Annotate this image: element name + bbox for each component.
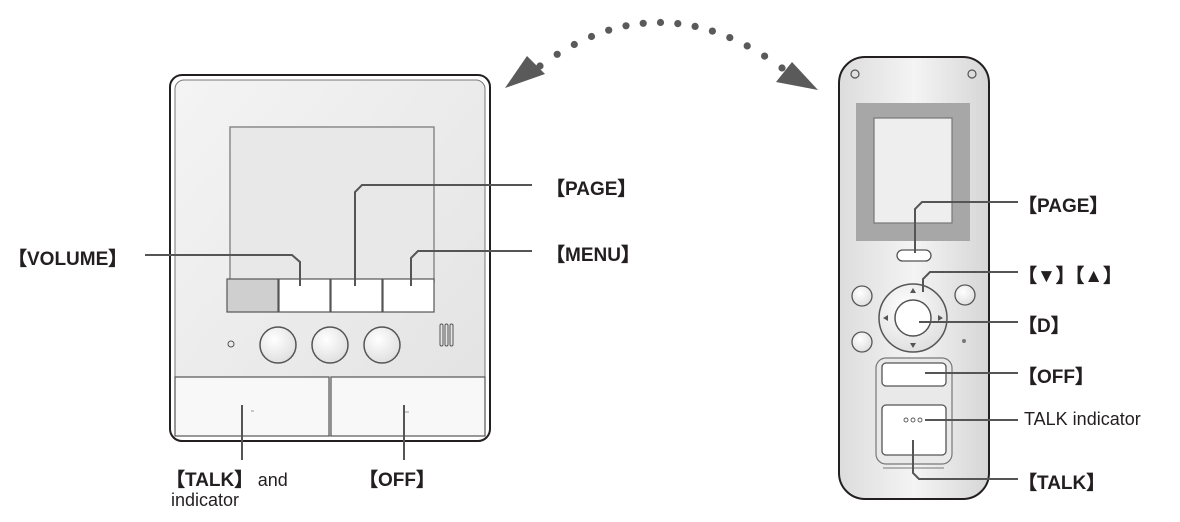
- arc-dot: [570, 40, 578, 49]
- label-base-talk-key: 【TALK】: [166, 470, 254, 491]
- arc-dot: [587, 32, 596, 41]
- handset-display: [873, 117, 953, 224]
- base-microphone: [227, 340, 235, 348]
- base-round-button-1[interactable]: [259, 326, 297, 364]
- handset-screw-left: [850, 69, 860, 79]
- nav-down-icon: [910, 343, 916, 348]
- label-handset-talk-indicator: TALK indicator: [1024, 409, 1141, 429]
- label-handset-talk: 【TALK】: [1018, 473, 1106, 494]
- leader-menu: [410, 250, 532, 286]
- label-handset-d: 【D】: [1018, 316, 1070, 337]
- handset-screw-right: [967, 69, 977, 79]
- leader-volume: [145, 254, 301, 286]
- base-volume-key[interactable]: [278, 278, 331, 313]
- arc-dot: [622, 22, 630, 30]
- arc-dot: [639, 19, 647, 27]
- handset-talk-indicator-icon: [903, 417, 923, 423]
- label-base-talk: 【TALK】 and: [166, 465, 288, 492]
- leader-page: [354, 184, 532, 286]
- arc-dot: [743, 42, 751, 50]
- base-talk-key[interactable]: [174, 376, 330, 437]
- arrowhead-right: [776, 62, 818, 90]
- arc-dot: [674, 20, 682, 28]
- base-unit: [169, 74, 491, 442]
- base-menu-key[interactable]: [382, 278, 435, 313]
- leader-h-updown: [922, 271, 1018, 292]
- arc-dot: [656, 18, 665, 27]
- label-handset-off: 【OFF】: [1018, 367, 1094, 388]
- wireless-link-arc: [536, 18, 786, 72]
- base-unit-display: [229, 126, 435, 283]
- handset-d-key[interactable]: [894, 299, 932, 337]
- base-speaker-grille: [439, 323, 454, 347]
- base-round-button-3[interactable]: [363, 326, 401, 364]
- handset-leader-lines: [912, 201, 1018, 480]
- label-base-off: 【OFF】: [359, 470, 435, 491]
- handset-right-button[interactable]: [954, 284, 976, 306]
- base-soft-key-1[interactable]: [226, 278, 279, 313]
- arc-dot: [726, 34, 734, 42]
- base-off-key[interactable]: [330, 376, 486, 437]
- nav-left-icon: [883, 315, 888, 321]
- arc-dot: [553, 50, 561, 58]
- handset-off-key[interactable]: [881, 362, 947, 387]
- handset-dot: [962, 339, 966, 343]
- label-base-talk-indicator: indicator: [171, 490, 240, 510]
- arc-dot: [691, 22, 699, 30]
- arrowhead-left: [505, 56, 545, 88]
- base-page-key[interactable]: [330, 278, 383, 313]
- nav-up-icon: [910, 288, 916, 293]
- arc-dot: [708, 27, 717, 35]
- arc-dot: [761, 52, 769, 60]
- handset-left-button-top[interactable]: [851, 285, 873, 307]
- leader-h-page: [914, 201, 1018, 253]
- arc-dot: [778, 64, 786, 72]
- nav-right-icon: [938, 315, 943, 321]
- handset-left-button-bottom[interactable]: [851, 331, 873, 353]
- label-base-page: 【PAGE】: [546, 179, 637, 200]
- base-round-button-2[interactable]: [311, 326, 349, 364]
- label-handset-down-up: 【▼】【▲】: [1018, 266, 1123, 287]
- arc-dot: [605, 26, 613, 34]
- label-handset-page: 【PAGE】: [1018, 196, 1109, 217]
- handset: [838, 56, 990, 500]
- label-base-menu: 【MENU】: [546, 245, 640, 266]
- base-leader-lines: [145, 184, 532, 460]
- label-base-volume: 【VOLUME】: [8, 249, 128, 270]
- leader-h-talk: [912, 440, 1018, 480]
- label-base-talk-suffix: and: [257, 470, 288, 490]
